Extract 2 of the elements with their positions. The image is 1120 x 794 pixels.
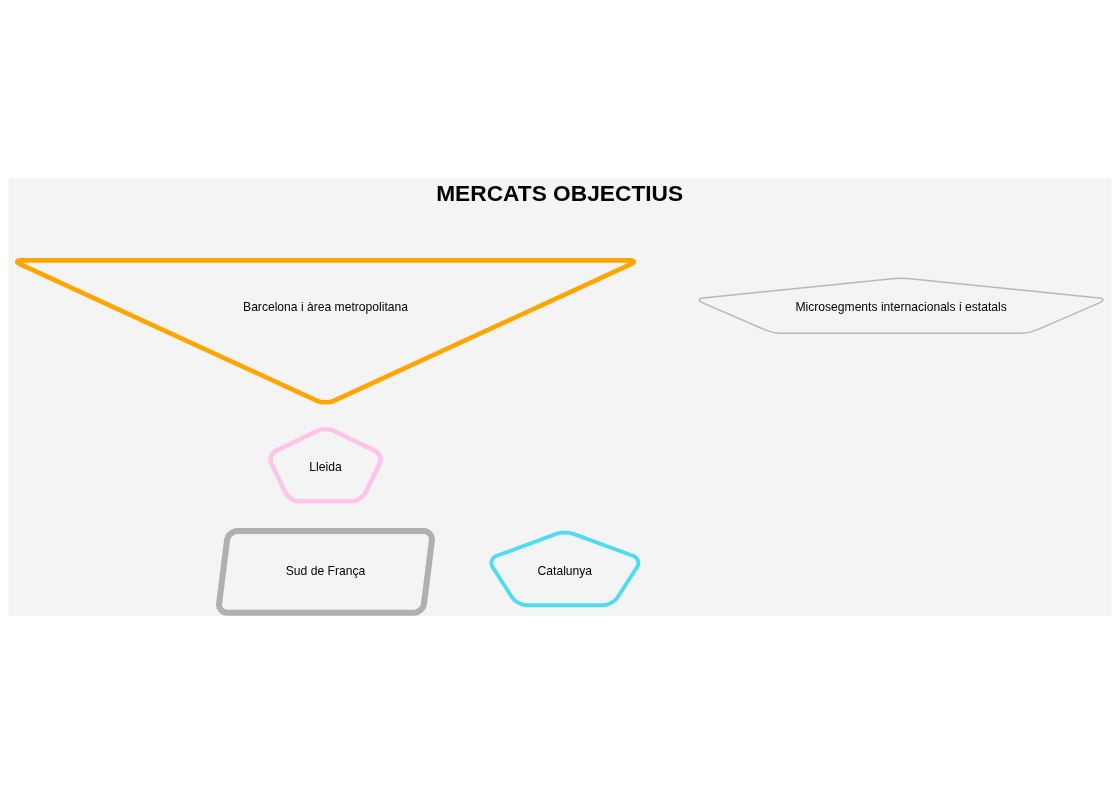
diagram-title: MERCATS OBJECTIUS — [436, 180, 684, 207]
node-box: Sud de França — [216, 528, 435, 616]
